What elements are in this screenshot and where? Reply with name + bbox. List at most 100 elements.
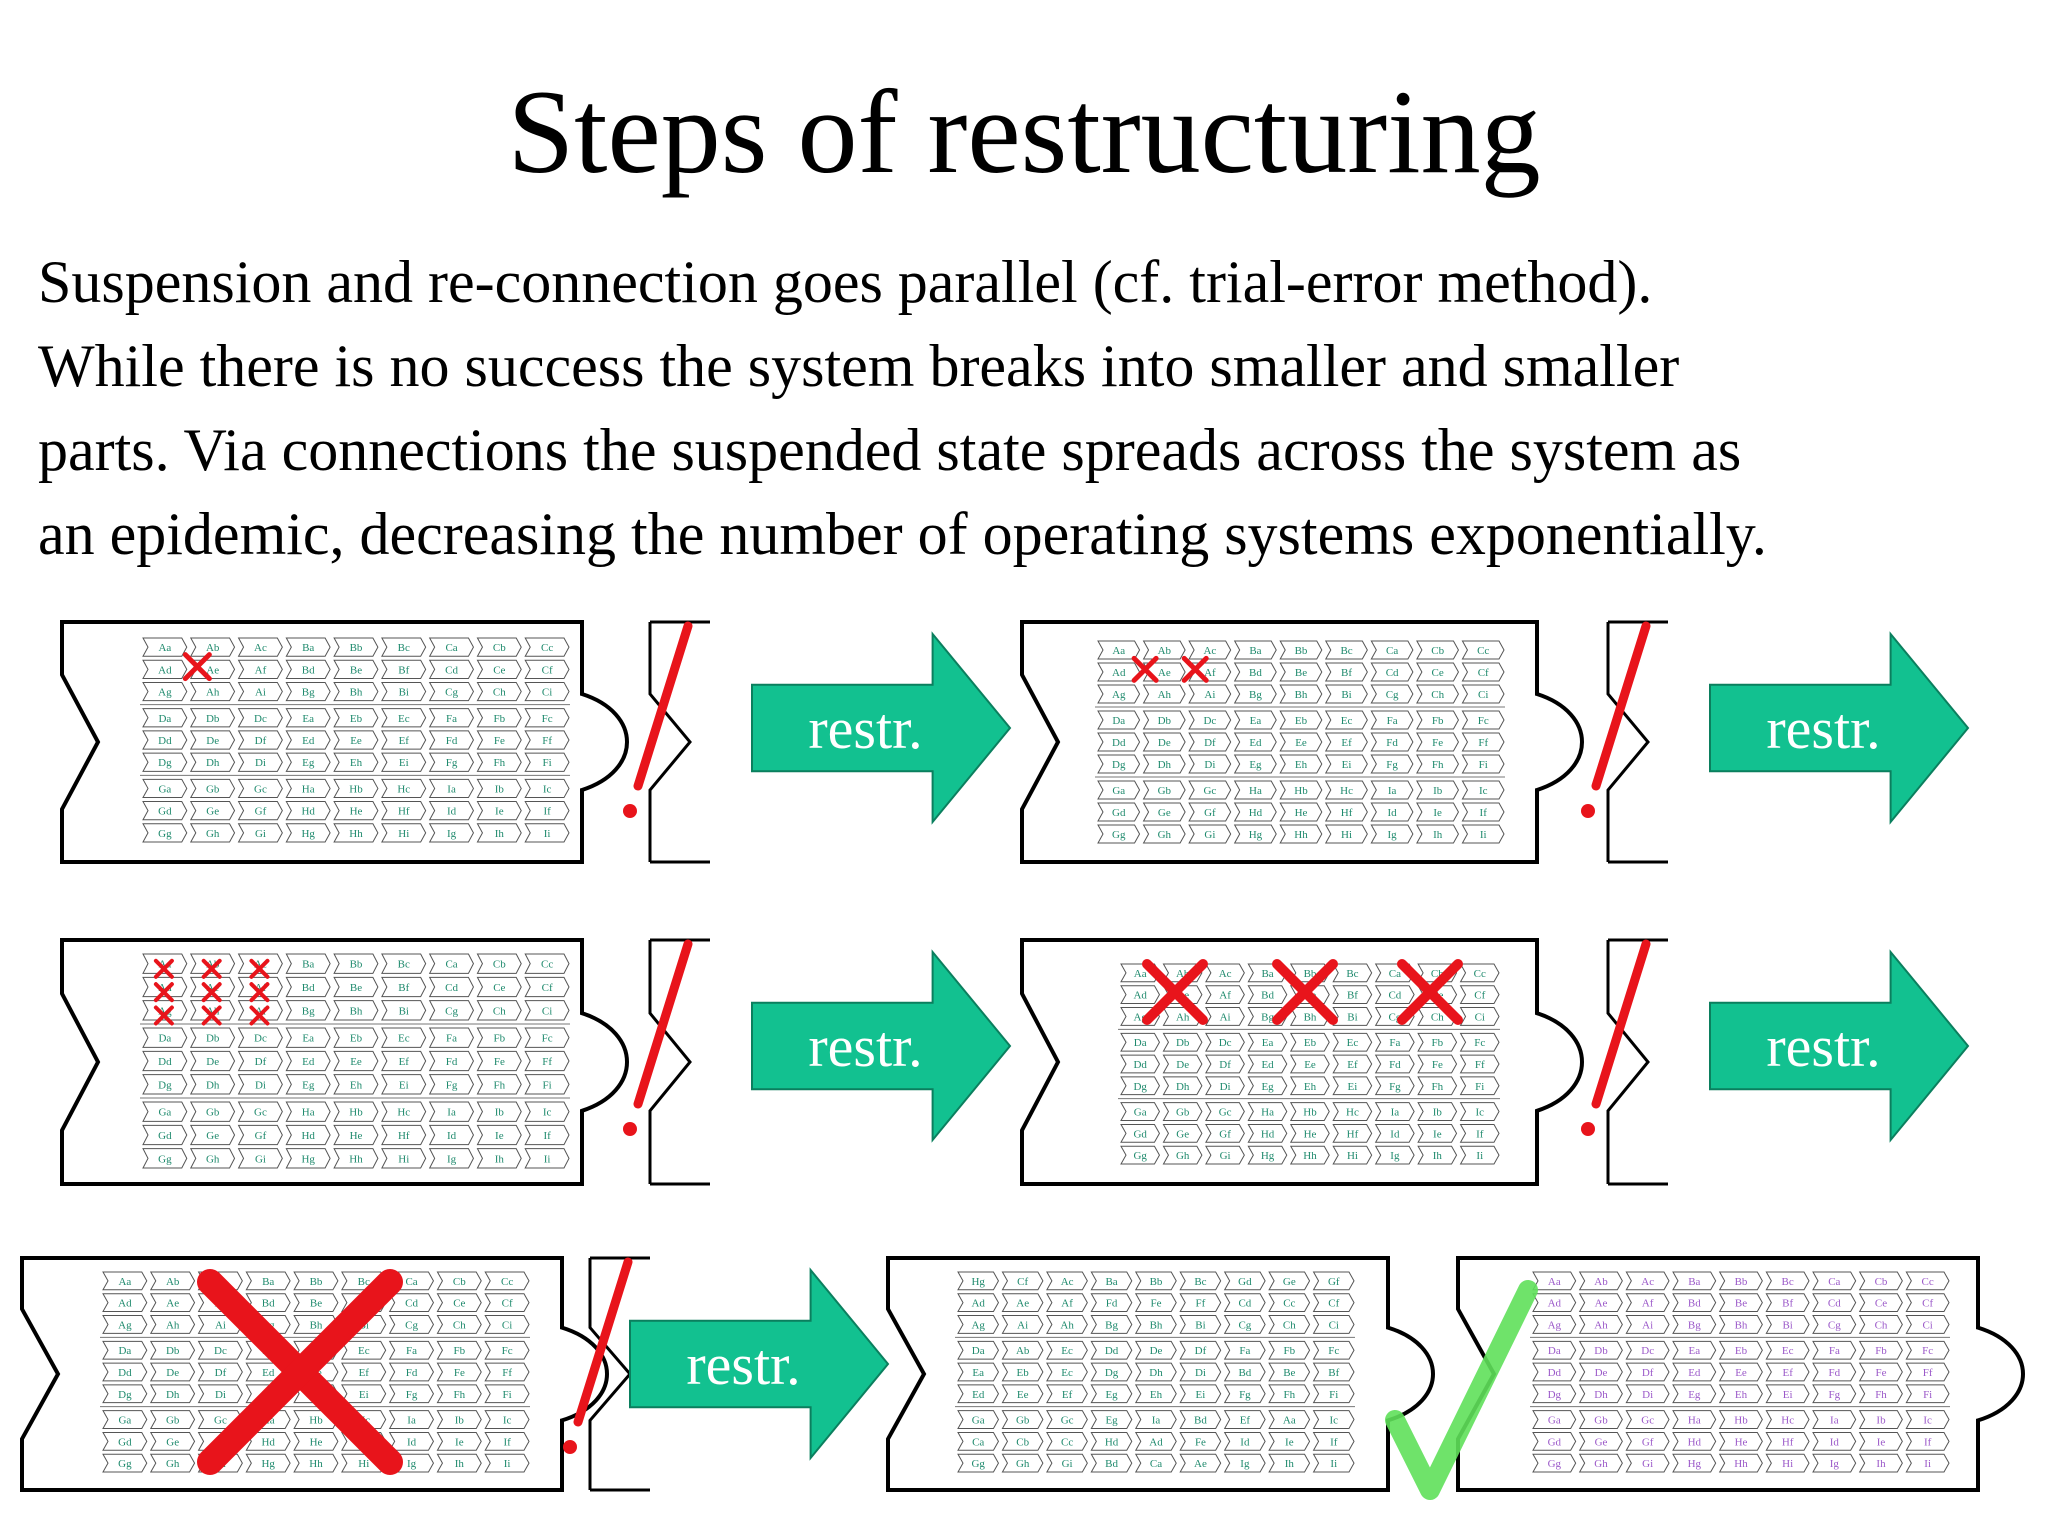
cell-border — [245, 1271, 291, 1291]
cell-label: Hh — [309, 1458, 323, 1470]
cell-border — [237, 659, 283, 679]
cell-label: Gc — [1641, 1415, 1654, 1427]
cell-label: Eb — [1295, 715, 1308, 727]
grid-cell: Id — [1374, 1123, 1415, 1143]
cell-border — [1097, 684, 1141, 704]
cell-border — [237, 953, 283, 974]
cell-border — [237, 1124, 283, 1146]
cell-label: Fg — [1829, 1389, 1841, 1401]
cell-label: Ab — [1158, 645, 1172, 657]
exclaim-dot — [1581, 1122, 1595, 1136]
cell-label: Gh — [206, 1153, 220, 1165]
cell-label: Cd — [1828, 1298, 1841, 1310]
cell-label: Ch — [1283, 1319, 1296, 1331]
cell-border — [1332, 1076, 1373, 1096]
cell-label: Ed — [262, 1367, 275, 1379]
cell-label: Af — [255, 982, 267, 994]
cell-border — [1289, 1145, 1330, 1165]
cell-border — [285, 976, 331, 998]
cell-border — [1417, 1054, 1458, 1074]
cell-label: Ga — [972, 1415, 985, 1427]
cell-border — [1233, 662, 1277, 682]
cell-label: Da — [1548, 1345, 1561, 1357]
cell-label: Bh — [350, 1005, 363, 1017]
cell-label: Fa — [1387, 715, 1398, 727]
cell-border — [476, 659, 522, 679]
grid-cell: Dd — [1120, 1054, 1161, 1074]
grid-cell: Ia — [1370, 780, 1414, 800]
grid-cell: Bi — [1324, 684, 1368, 704]
cell-border — [285, 681, 331, 702]
cell-border — [381, 1124, 427, 1146]
grid-cell: Ed — [285, 730, 331, 750]
cell-border — [1332, 985, 1373, 1005]
cell-label: Af — [1642, 1298, 1654, 1310]
grid-cell: Ed — [285, 1050, 331, 1072]
cell-border — [189, 1074, 236, 1095]
cell-border — [1205, 1032, 1245, 1052]
grid-cell: Eh — [1279, 754, 1323, 774]
cell-border — [381, 976, 427, 998]
cell-border — [476, 1101, 522, 1122]
cell-label: Cf — [1922, 1298, 1933, 1310]
restr-arrow: restr. — [1709, 631, 1970, 825]
cell-label: Cb — [1875, 1276, 1888, 1288]
cell-border — [237, 823, 283, 843]
cell-label: Cg — [1238, 1319, 1251, 1331]
cell-label: Ib — [455, 1415, 465, 1427]
grid-cell: Ac — [1188, 640, 1232, 660]
cell-label: Gb — [206, 783, 220, 795]
cell-label: Fh — [1284, 1389, 1296, 1401]
grid-cell: Di — [1188, 754, 1232, 774]
grid-cell: Cc — [1459, 963, 1500, 983]
grid-cell: He — [1279, 802, 1323, 822]
cell-label: Fc — [1922, 1345, 1933, 1357]
cell-border — [381, 752, 427, 772]
grid-cell: Ih — [476, 823, 522, 843]
grid-cell: Ag — [142, 681, 188, 702]
grid-cell: Fe — [476, 1050, 522, 1072]
cell-label: Bf — [1328, 1367, 1339, 1379]
cell-label: Id — [447, 806, 457, 818]
grid-cell: Af — [237, 659, 283, 679]
cell-label: Eh — [350, 757, 363, 769]
cell-label: Ce — [1432, 667, 1444, 679]
cell-border — [476, 823, 522, 843]
cell-border — [524, 953, 570, 974]
cell-label: Ei — [1196, 1389, 1206, 1401]
cell-label: De — [206, 735, 219, 747]
cell-label: Ff — [1475, 1059, 1485, 1071]
intro-line: parts. Via connections the suspended sta… — [38, 417, 1742, 483]
cell-label: Ab — [206, 642, 220, 654]
cell-border — [428, 1101, 475, 1122]
cell-border — [524, 1148, 570, 1169]
cell-label: Eh — [1304, 1081, 1317, 1093]
cell-border — [428, 1074, 475, 1095]
grid-cell: Ad — [142, 659, 188, 679]
cell-border — [285, 1074, 331, 1095]
cell-border — [189, 1124, 236, 1146]
cell-border — [1461, 732, 1505, 752]
cell-label: Db — [1158, 715, 1172, 727]
cell-label: Eh — [1150, 1389, 1163, 1401]
cell-border — [1279, 640, 1323, 660]
cell-border — [333, 1148, 379, 1169]
cell-label: Gi — [255, 828, 266, 840]
grid-cell: Ef — [1332, 1054, 1373, 1074]
cell-border — [1142, 780, 1186, 800]
cell-border — [1289, 1054, 1330, 1074]
cell-label: Gd — [1112, 807, 1126, 819]
grid-cell: Cb — [476, 953, 522, 974]
grid-cell: Dh — [189, 752, 236, 772]
cell-border — [1370, 824, 1414, 844]
grid-cell: Hc — [1332, 1102, 1373, 1121]
cell-label: Gc — [1219, 1107, 1232, 1119]
cell-border — [333, 823, 379, 843]
cell-border — [142, 659, 188, 679]
grid-cell: Cb — [476, 637, 522, 657]
cell-border — [524, 752, 570, 772]
grid-cell: De — [1162, 1054, 1203, 1074]
cell-label: Ig — [1830, 1458, 1840, 1470]
